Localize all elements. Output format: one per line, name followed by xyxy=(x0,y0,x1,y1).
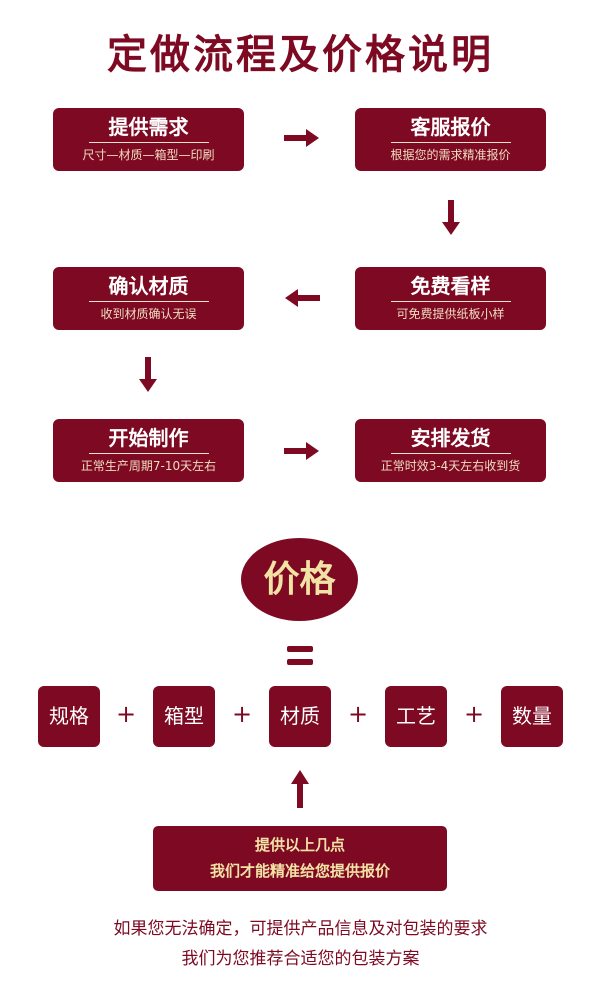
step-subtitle: 正常时效3-4天左右收到货 xyxy=(380,459,521,473)
arrow-right-icon xyxy=(284,442,319,460)
factor-craft: 工艺 xyxy=(385,686,447,747)
arrow-right-icon xyxy=(284,129,319,147)
step-subtitle: 可免费提供纸板小样 xyxy=(396,307,505,321)
quote-line-1: 提供以上几点 xyxy=(254,836,345,854)
plus-sign: + xyxy=(348,700,369,728)
step-free-sample: 免费看样可免费提供纸板小样 xyxy=(355,267,546,330)
step-subtitle: 正常生产周期7-10天左右 xyxy=(80,459,217,473)
plus-sign: + xyxy=(116,700,137,728)
step-production: 开始制作正常生产周期7-10天左右 xyxy=(53,419,244,482)
factor-box-type: 箱型 xyxy=(153,686,215,747)
price-oval: 价格 xyxy=(241,538,358,621)
step-subtitle: 根据您的需求精准报价 xyxy=(390,148,511,162)
step-shipping: 安排发货正常时效3-4天左右收到货 xyxy=(355,419,546,482)
step-title: 免费看样 xyxy=(410,274,491,298)
equals-sign-bottom xyxy=(287,659,313,665)
step-provide-requirements: 提供需求尺寸—材质—箱型—印刷 xyxy=(53,108,244,171)
arrow-left-icon xyxy=(285,289,320,307)
step-confirm-material: 确认材质收到材质确认无误 xyxy=(53,267,244,330)
step-title: 客服报价 xyxy=(410,115,491,139)
step-title: 开始制作 xyxy=(108,426,189,450)
factor-spec: 规格 xyxy=(38,686,100,747)
note-line-2: 我们为您推荐合适您的包装方案 xyxy=(181,949,420,969)
arrow-down-icon xyxy=(139,357,157,392)
quote-line-2: 我们才能精准给您提供报价 xyxy=(209,862,390,880)
arrow-up-icon xyxy=(291,770,309,808)
quote-requirement-box: 提供以上几点 我们才能精准给您提供报价 xyxy=(153,826,447,891)
step-quote: 客服报价根据您的需求精准报价 xyxy=(355,108,546,171)
step-subtitle: 尺寸—材质—箱型—印刷 xyxy=(82,148,215,162)
page-title: 定做流程及价格说明 xyxy=(107,31,494,78)
factor-quantity: 数量 xyxy=(501,686,563,747)
arrow-down-icon xyxy=(442,200,460,235)
step-title: 提供需求 xyxy=(108,115,189,139)
note-line-1: 如果您无法确定，可提供产品信息及对包装的要求 xyxy=(113,919,488,939)
step-subtitle: 收到材质确认无误 xyxy=(100,307,197,321)
step-title: 安排发货 xyxy=(410,426,491,450)
plus-sign: + xyxy=(464,700,485,728)
factor-material: 材质 xyxy=(269,686,331,747)
step-title: 确认材质 xyxy=(108,274,189,298)
plus-sign: + xyxy=(232,700,253,728)
equals-sign-top xyxy=(287,646,313,652)
